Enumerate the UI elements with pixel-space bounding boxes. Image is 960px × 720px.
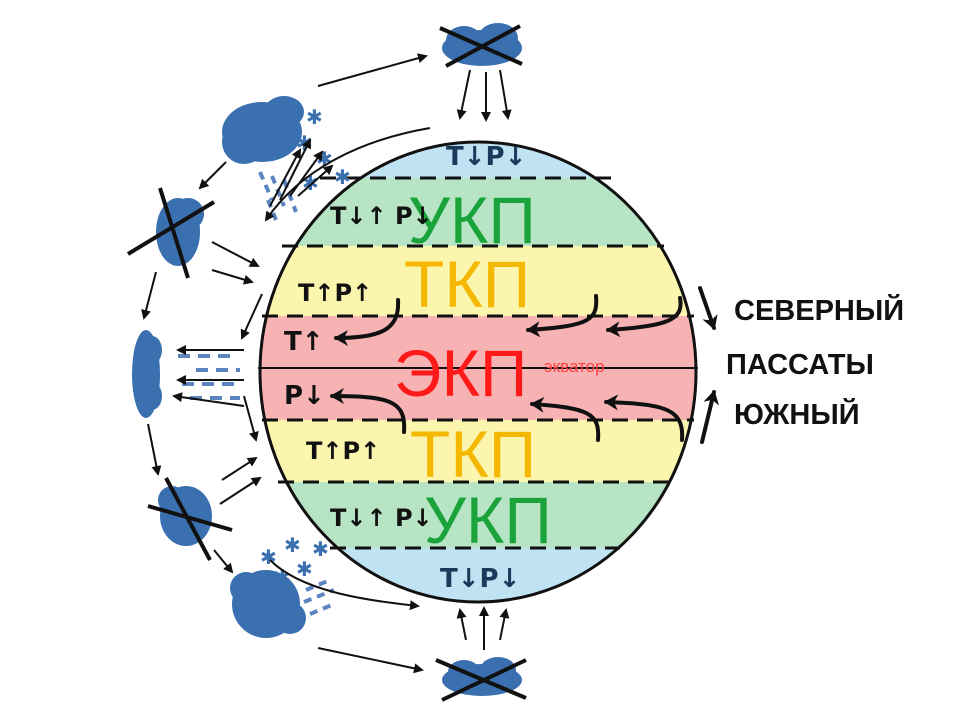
trade-arrow-s1: [330, 388, 407, 434]
cloud-left-equator: [132, 330, 162, 418]
trade-arrow-n2: [526, 294, 599, 338]
zone-name-temperate-north: УКП: [408, 183, 536, 257]
tp-equator-p: P↓: [284, 381, 325, 411]
tp-temperate-north: T↓↑ P↓: [330, 202, 433, 230]
trade-arrow-s2: [530, 396, 601, 442]
svg-text:✱: ✱: [274, 565, 291, 589]
cloud-left-crossed-upper: [126, 187, 216, 279]
zone-name-tropic-south: ТКП: [410, 417, 536, 491]
svg-text:✱: ✱: [284, 533, 301, 557]
tp-equator-t: T↑: [284, 327, 324, 357]
south-side-arrow: [700, 390, 719, 444]
rain-lower: [303, 578, 335, 616]
trade-arrow-n3: [606, 296, 683, 338]
svg-text:✱: ✱: [312, 537, 329, 561]
trade-arrow-n1: [334, 298, 401, 346]
cloud-bottom-crossed: [435, 657, 527, 702]
equator-label: экватор: [544, 357, 605, 376]
cloud-lower-left: [230, 570, 306, 638]
cloud-top-crossed: [439, 23, 523, 68]
north-side-arrow: [698, 286, 718, 330]
circulation-arrows: [141, 53, 512, 674]
zone-boundaries: [262, 176, 694, 550]
svg-text:✱: ✱: [334, 165, 351, 189]
trade-arrow-s3: [604, 394, 685, 442]
svg-text:✱: ✱: [306, 105, 323, 129]
tp-tropic-south: T↑P↑: [306, 437, 380, 465]
tp-polar-south: T↓P↓: [440, 564, 520, 594]
zone-name-temperate-south: УКП: [424, 483, 552, 557]
zone-tropic-south: [260, 420, 696, 482]
label-trade-winds: ПАССАТЫ: [726, 349, 874, 381]
label-south: ЮЖНЫЙ: [734, 397, 860, 431]
cloud-upper-left: [222, 96, 304, 164]
zone-name-tropic-north: ТКП: [404, 247, 530, 321]
rain-equator: [178, 354, 240, 400]
tp-temperate-south: T↓↑ P↓: [330, 504, 433, 532]
zone-tropic-north: [260, 246, 696, 316]
zone-temperate-south: [260, 482, 696, 548]
globe-outline: [258, 140, 698, 604]
zone-name-equator: ЭКП: [394, 336, 527, 410]
svg-text:✱: ✱: [296, 557, 313, 581]
side-arrows: [698, 286, 719, 444]
label-north: СЕВЕРНЫЙ: [734, 293, 904, 327]
trade-wind-arrows: [330, 294, 685, 442]
tp-polar-north: T↓P↓: [446, 142, 526, 172]
cloud-left-crossed-lower: [147, 477, 233, 561]
tp-tropic-north: T↑P↑: [298, 279, 372, 307]
